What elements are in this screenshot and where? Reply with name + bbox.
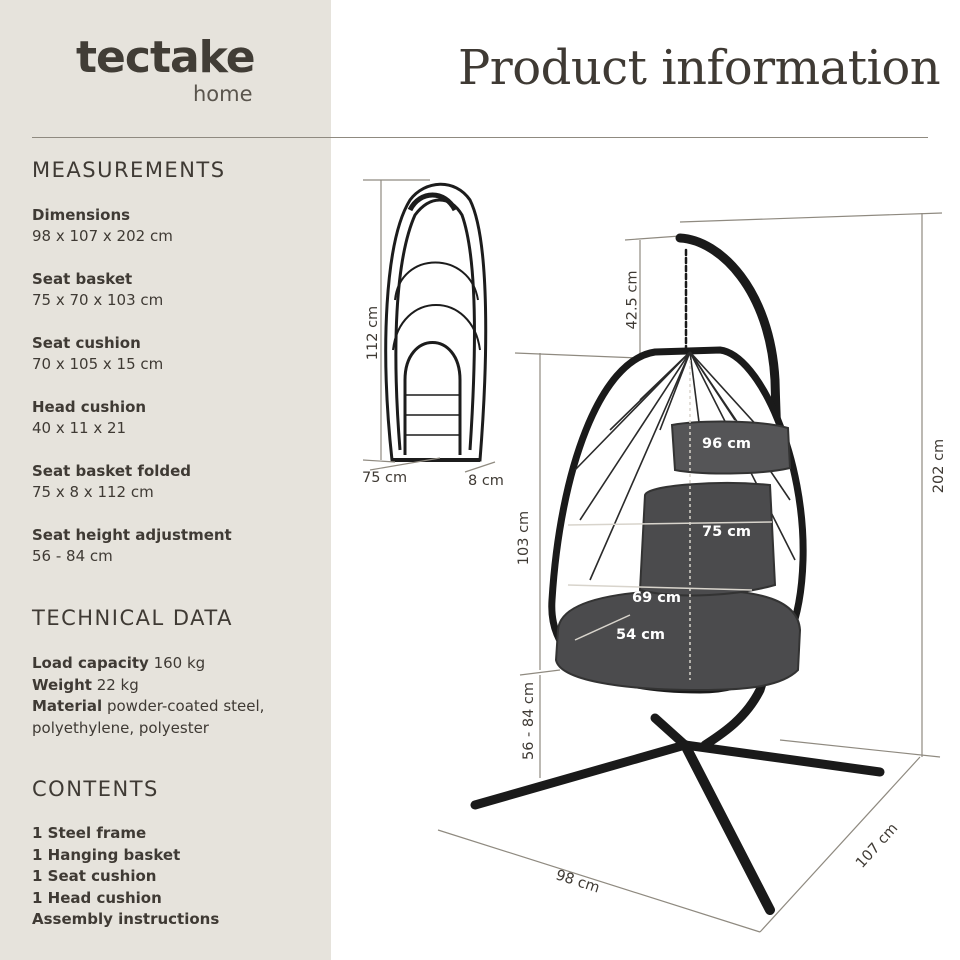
hanging-basket: [548, 346, 807, 694]
spec-seat-basket-folded: Seat basket folded 75 x 8 x 112 cm: [32, 461, 322, 503]
tech-value: 160 kg: [148, 654, 206, 672]
list-item: 1 Steel frame: [32, 824, 147, 842]
tech-row: Weight 22 kg: [32, 675, 327, 697]
dim-inner-75: 75 cm: [702, 524, 751, 540]
spec-label: Seat basket: [32, 270, 133, 288]
spec-seat-cushion: Seat cushion 70 x 105 x 15 cm: [32, 333, 322, 375]
tech-label: Weight: [32, 675, 92, 694]
contents-list: 1 Steel frame 1 Hanging basket 1 Seat cu…: [32, 823, 322, 931]
spec-label: Head cushion: [32, 398, 147, 416]
header-divider: [32, 137, 928, 138]
sidebar-panel: [0, 0, 331, 960]
tech-row: Material powder-coated steel, polyethyle…: [32, 696, 327, 739]
dim-folded-depth: 8 cm: [468, 473, 504, 489]
spec-label: Dimensions: [32, 206, 131, 224]
dim-total-height: 202 cm: [931, 438, 948, 494]
list-item: 1 Head cushion: [32, 888, 162, 907]
list-item: 1 Seat cushion: [32, 867, 157, 885]
tech-label: Load capacity: [32, 654, 149, 672]
tech-label: Material: [32, 697, 103, 715]
spec-label: Seat cushion: [32, 334, 141, 352]
folded-basket-drawing: [384, 182, 488, 462]
spec-seat-basket: Seat basket 75 x 70 x 103 cm: [32, 269, 322, 311]
spec-label: Seat height adjustment: [32, 526, 232, 544]
spec-label: Seat basket folded: [32, 462, 192, 480]
spec-value: 98 x 107 x 202 cm: [32, 227, 173, 245]
brand-logo: tectake: [76, 32, 256, 83]
technical-heading: TECHNICAL DATA: [32, 606, 233, 630]
technical-data: Load capacity 160 kg Weight 22 kg Materi…: [32, 653, 327, 739]
dim-folded-height: 112 cm: [365, 305, 382, 361]
page-title: Product information: [458, 40, 941, 96]
measurements-heading: MEASUREMENTS: [32, 158, 226, 182]
brand-logo-sub: home: [193, 82, 253, 106]
dim-inner-96: 96 cm: [702, 436, 751, 452]
product-illustration: [362, 179, 943, 933]
dim-basket-height: 103 cm: [516, 510, 533, 566]
tech-row: Load capacity 160 kg: [32, 653, 327, 675]
spec-head-cushion: Head cushion 40 x 11 x 21: [32, 397, 322, 439]
dim-inner-54: 54 cm: [616, 627, 665, 643]
spec-value: 70 x 105 x 15 cm: [32, 355, 164, 373]
dim-chain: 42.5 cm: [624, 270, 641, 330]
dim-inner-69: 69 cm: [632, 590, 681, 606]
spec-value: 75 x 8 x 112 cm: [32, 483, 154, 501]
dim-folded-width: 75 cm: [362, 470, 408, 486]
spec-seat-height: Seat height adjustment 56 - 84 cm: [32, 525, 322, 567]
tech-value: powder-coated steel, polyethylene, polye…: [32, 697, 265, 737]
spec-value: 56 - 84 cm: [32, 547, 113, 565]
spec-value: 40 x 11 x 21: [32, 419, 127, 437]
dimension-lines: [362, 179, 943, 933]
tech-value: 22 kg: [91, 675, 139, 694]
spec-dimensions: Dimensions 98 x 107 x 202 cm: [32, 205, 322, 247]
spec-value: 75 x 70 x 103 cm: [32, 291, 164, 309]
dim-seat-height: 56 - 84 cm: [521, 681, 538, 761]
contents-heading: CONTENTS: [32, 777, 159, 801]
list-item: 1 Hanging basket: [32, 845, 181, 864]
list-item: Assembly instructions: [32, 910, 220, 928]
